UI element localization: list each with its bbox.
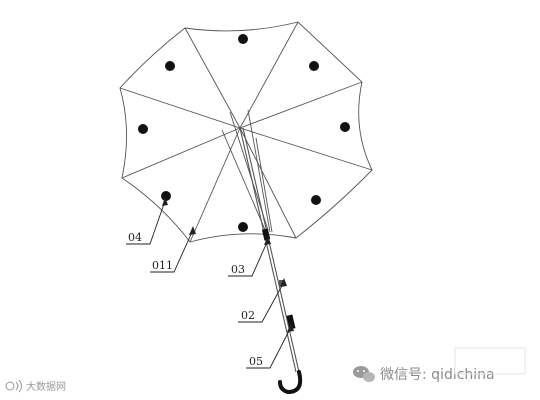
umbrella-shaft (239, 127, 300, 373)
callout-05: 05 (249, 355, 263, 368)
canopy-dots (138, 34, 350, 232)
shaft-runner-03 (261, 228, 271, 241)
canopy-dot (309, 61, 319, 71)
signal-logo-icon (5, 379, 22, 393)
callout-arrows (162, 197, 294, 332)
faint-stamp (454, 347, 526, 375)
canopy-dot (165, 61, 175, 71)
umbrella-handle (278, 370, 303, 395)
callout-03: 03 (231, 263, 245, 276)
canopy-dot (238, 222, 248, 232)
callout-leaders (126, 200, 292, 369)
callout-02: 02 (241, 309, 255, 322)
shaft-joint-02 (279, 280, 284, 286)
canopy-ribs (119, 21, 373, 243)
wechat-bubble-icon (353, 366, 375, 382)
callout-04: 04 (128, 231, 142, 244)
left-watermark: 大数据网 (5, 379, 66, 393)
canopy-outline (119, 21, 373, 243)
canopy-stretchers (221, 109, 273, 233)
left-watermark-text: 大数据网 (26, 380, 66, 393)
canopy-dot (238, 34, 248, 44)
wechat-id-text: 微信号: qidichina (380, 367, 495, 383)
shaft-grip-05 (286, 314, 296, 330)
canopy-dot (138, 124, 148, 134)
canopy-dot (161, 191, 171, 201)
umbrella-canopy (119, 21, 373, 243)
callout-011: 011 (152, 259, 173, 272)
wechat-watermark: 微信号: qidichina (353, 366, 495, 383)
canopy-dot (311, 195, 321, 205)
canopy-dot (340, 122, 350, 132)
